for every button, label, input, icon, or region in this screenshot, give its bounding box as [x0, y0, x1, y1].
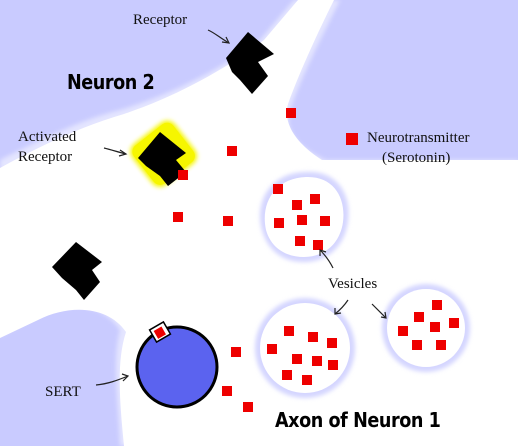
neurotransmitter-molecule	[302, 375, 312, 385]
neurotransmitter-molecule	[173, 212, 183, 222]
neurotransmitter-molecule	[227, 146, 237, 156]
neurotransmitter-molecule	[297, 215, 307, 225]
legend-label-line2: (Serotonin)	[382, 150, 451, 166]
legend-label-line1: Neurotransmitter	[367, 130, 470, 146]
neurotransmitter-molecule	[436, 340, 446, 350]
vesicles-label: Vesicles	[328, 276, 378, 292]
neurotransmitter-molecule	[292, 200, 302, 210]
arrow-vesicle-up-head	[319, 249, 327, 256]
neuron-2-title: Neuron 2	[67, 70, 155, 94]
neurotransmitter-molecule	[432, 300, 442, 310]
neurotransmitter-molecule	[178, 170, 188, 180]
neurotransmitter-molecule	[414, 312, 424, 322]
arrow-vesicle-up	[319, 249, 334, 269]
arrow-activated-head	[118, 149, 128, 157]
activated-receptor-label-line2: Receptor	[18, 149, 73, 165]
neurotransmitter-molecule	[292, 354, 302, 364]
arrow-receptor-head	[221, 36, 231, 44]
neurotransmitter-molecule	[449, 318, 459, 328]
neurotransmitter-molecule	[223, 216, 233, 226]
activated-receptor	[138, 132, 186, 186]
pointer-arrows	[95, 29, 387, 386]
sert-label: SERT	[45, 384, 81, 400]
arrow-receptor	[207, 29, 230, 44]
legend-swatch	[346, 133, 358, 145]
activated-receptor-label-line1: Activated	[18, 129, 77, 145]
neurotransmitter-molecule	[286, 108, 296, 118]
neurotransmitter-molecule	[310, 194, 320, 204]
arrow-activated	[103, 147, 127, 155]
neurotransmitter-molecule	[222, 386, 232, 396]
neurotransmitter-molecule	[430, 322, 440, 332]
neurotransmitter-molecule	[231, 347, 241, 357]
arrow-vesicle-left-head	[334, 308, 342, 315]
neurotransmitter-molecule	[273, 184, 283, 194]
arrow-vesicle-right-head	[380, 311, 387, 319]
neurotransmitter-molecule	[295, 236, 305, 246]
arrow-vesicle-right	[371, 303, 387, 319]
axon-neuron-1-title: Axon of Neuron 1	[275, 408, 441, 432]
arrow-sert	[95, 375, 129, 386]
neurotransmitter-molecule	[328, 360, 338, 370]
neurotransmitter-molecule	[267, 344, 277, 354]
neurotransmitter-molecule	[320, 216, 330, 226]
arrow-sert-head	[121, 373, 130, 382]
neurotransmitter-molecule	[308, 332, 318, 342]
neurotransmitter-molecules	[173, 108, 459, 412]
receptor-bottom	[52, 242, 102, 300]
neurotransmitter-molecule	[284, 326, 294, 336]
neurotransmitter-molecule	[274, 218, 284, 228]
neurotransmitter-molecule	[313, 240, 323, 250]
neurotransmitter-molecule	[327, 338, 337, 348]
arrow-vesicle-left	[334, 299, 349, 315]
neurotransmitter-molecule	[412, 340, 422, 350]
sert-transporter	[135, 320, 219, 409]
receptor-top	[226, 32, 274, 94]
neurotransmitter-molecule	[398, 326, 408, 336]
receptor-label: Receptor	[133, 12, 188, 28]
neurotransmitter-molecule	[243, 402, 253, 412]
neurotransmitter-molecule	[282, 370, 292, 380]
neurotransmitter-molecule	[312, 356, 322, 366]
